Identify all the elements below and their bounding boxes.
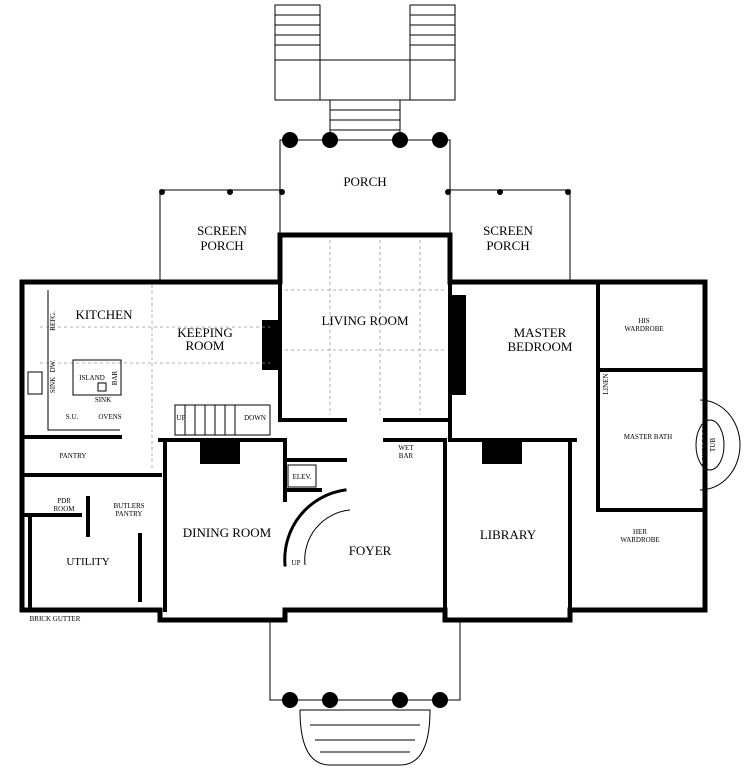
front-porch: [269, 620, 461, 766]
room-label-whirlpool-tub: WHIRLPOOLTUB: [701, 424, 717, 465]
rear-steps: [274, 4, 456, 141]
room-label-kitchen: KITCHEN: [75, 307, 133, 322]
interior-walls: [20, 280, 707, 612]
label-island-sink: SINK: [95, 396, 111, 404]
room-label-elevator: ELEV.: [293, 473, 312, 481]
exterior-walls: [19, 232, 708, 623]
elevator-shaft: [287, 464, 317, 488]
room-label-linen: LINEN: [602, 374, 610, 395]
kitchen-counters: [27, 290, 122, 431]
label-sink: SINK: [49, 377, 57, 393]
room-label-porch: PORCH: [343, 174, 386, 189]
rear-stair: [174, 404, 271, 436]
room-label-pantry: PANTRY: [60, 452, 87, 460]
room-label-living-room: LIVING ROOM: [321, 313, 408, 328]
label-ovens: OVENS: [98, 413, 121, 421]
label-dw: DW.: [49, 359, 57, 372]
label-su: S.U.: [66, 413, 79, 421]
room-label-master-bath: MASTER BATH: [624, 433, 672, 441]
fireplaces: [200, 295, 522, 464]
front-columns: [282, 692, 448, 708]
label-bar: BAR: [111, 370, 119, 385]
label-island: ISLAND: [79, 374, 105, 382]
label-stair-down: DOWN: [244, 414, 266, 422]
room-label-foyer: FOYER: [349, 543, 392, 558]
porch-outline: [159, 139, 571, 282]
porch-columns: [159, 132, 571, 195]
floor-grid: [40, 240, 445, 470]
room-label-utility: UTILITY: [66, 556, 109, 568]
foyer-stair: [283, 488, 351, 567]
whirlpool-tub: [695, 399, 741, 491]
room-label-library: LIBRARY: [480, 527, 537, 542]
label-foyer-up: UP: [292, 559, 301, 567]
label-refg: REFG.: [49, 311, 57, 331]
label-stair-up: UP: [177, 414, 186, 422]
room-label-dining-room: DINING ROOM: [183, 525, 272, 540]
label-brick-gutter: BRICK GUTTER: [30, 615, 81, 623]
